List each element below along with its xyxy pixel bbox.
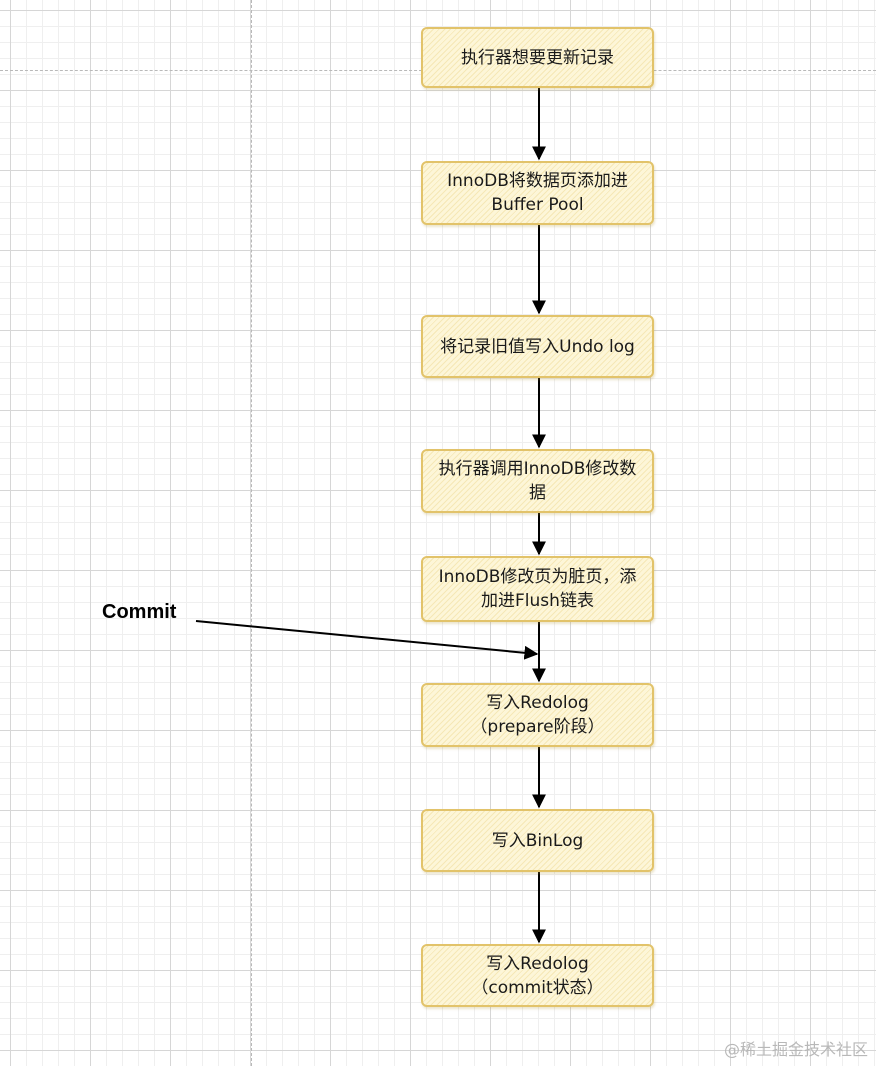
- node-text: InnoDB将数据页添加进: [447, 171, 628, 191]
- node-text: 写入BinLog: [491, 830, 584, 851]
- watermark: @稀土掘金技术社区: [723, 1040, 868, 1059]
- node-text: 据: [529, 483, 546, 503]
- arrow-commit: [195, 620, 539, 660]
- node-write-undo-log: 将记录旧值写入Undo log: [421, 315, 654, 378]
- node-text: 写入Redolog: [486, 953, 589, 974]
- node-text: 写入Redolog: [486, 693, 589, 713]
- node-update-request: 执行器想要更新记录: [421, 27, 654, 88]
- node-text: 加进Flush链表: [481, 591, 594, 611]
- node-text: InnoDB修改页为脏页，添: [438, 567, 637, 587]
- node-redolog-prepare: 写入Redolog （prepare阶段）: [421, 683, 654, 747]
- node-executor-modify: 执行器调用InnoDB修改数 据: [421, 449, 654, 513]
- node-write-binlog: 写入BinLog: [421, 809, 654, 872]
- node-text: （prepare阶段）: [470, 717, 605, 737]
- node-text: 执行器想要更新记录: [461, 47, 614, 68]
- node-text: 将记录旧值写入Undo log: [440, 336, 635, 357]
- node-text: 执行器调用InnoDB修改数: [438, 459, 637, 479]
- node-redolog-commit: 写入Redolog （commit状态）: [421, 944, 654, 1007]
- node-text: （commit状态）: [471, 977, 604, 998]
- node-load-buffer-pool: InnoDB将数据页添加进 Buffer Pool: [421, 161, 654, 225]
- node-text: Buffer Pool: [491, 195, 584, 215]
- vertical-guide-line: [251, 0, 252, 1066]
- node-dirty-page-flush: InnoDB修改页为脏页，添 加进Flush链表: [421, 556, 654, 622]
- commit-label: Commit: [102, 601, 177, 623]
